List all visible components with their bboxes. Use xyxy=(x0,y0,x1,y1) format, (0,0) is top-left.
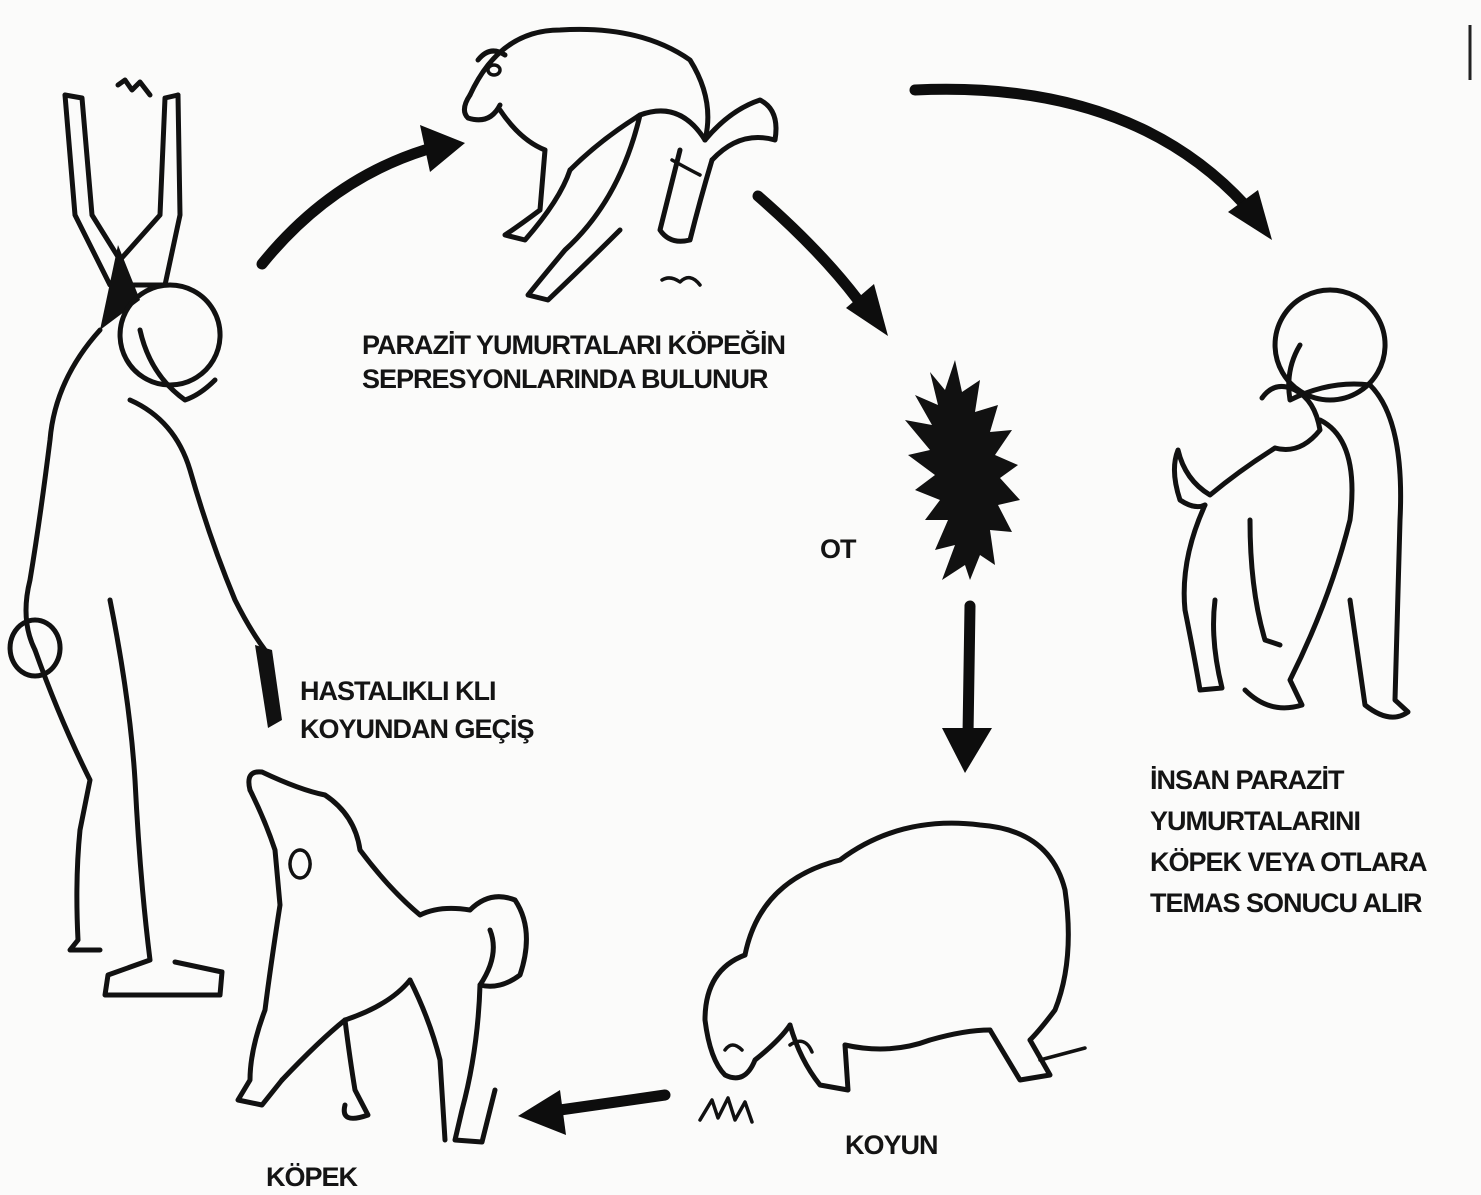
human-caption-line-2: YUMURTALARINI xyxy=(1150,801,1427,842)
arrow-man-to-dog-feces xyxy=(262,125,465,264)
arrow-dog-feces-to-grass xyxy=(758,196,888,336)
grass-label: OT xyxy=(820,532,856,566)
sheep-drawing xyxy=(700,823,1085,1122)
dog-feces-caption-line-1: PARAZİT YUMURTALARI KÖPEĞİN xyxy=(362,328,785,362)
dog-defecating-drawing xyxy=(464,29,776,300)
sheep-label: KOYUN xyxy=(845,1128,938,1162)
dog-feces-caption: PARAZİT YUMURTALARI KÖPEĞİN SEPRESYONLAR… xyxy=(362,328,785,396)
arrow-grass-to-sheep xyxy=(942,606,992,773)
infected-transfer-caption-line-1: HASTALIKLI KLI xyxy=(300,672,534,710)
human-caption-line-3: KÖPEK VEYA OTLARA xyxy=(1150,842,1427,883)
human-caption-line-4: TEMAS SONUCU ALIR xyxy=(1150,883,1427,924)
infected-transfer-caption-line-2: KOYUNDAN GEÇİŞ xyxy=(300,710,534,748)
arrow-dog-feces-to-human xyxy=(915,89,1272,240)
arrow-sheep-to-dog xyxy=(518,1090,665,1135)
man-drawing xyxy=(10,80,282,995)
dog-drawing xyxy=(238,772,526,1142)
human-caption: İNSAN PARAZİT YUMURTALARINI KÖPEK VEYA O… xyxy=(1150,760,1427,924)
child-hugging-dog-drawing xyxy=(1174,290,1408,717)
dog-label: KÖPEK xyxy=(266,1160,357,1194)
human-caption-line-1: İNSAN PARAZİT xyxy=(1150,760,1427,801)
grass-drawing xyxy=(905,360,1020,580)
infected-transfer-caption: HASTALIKLI KLI KOYUNDAN GEÇİŞ xyxy=(300,672,534,748)
dog-feces-caption-line-2: SEPRESYONLARINDA BULUNUR xyxy=(362,362,785,396)
